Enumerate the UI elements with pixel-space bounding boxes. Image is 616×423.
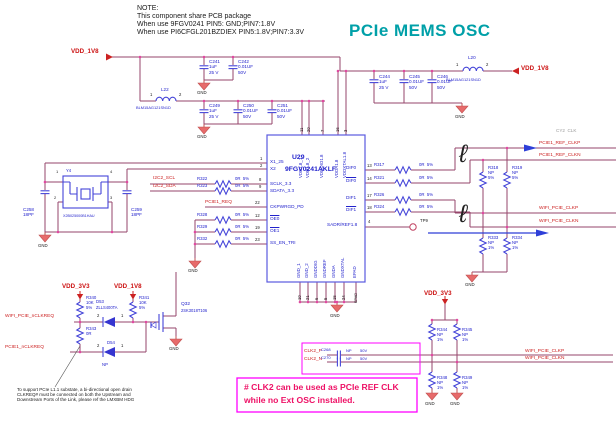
resistor-r323 (214, 187, 232, 195)
resistor-r318 (479, 171, 487, 189)
diode-d53 (102, 316, 116, 328)
resistor-r349 (453, 371, 461, 389)
power-arrow-down-icon (76, 290, 84, 300)
annotations (54, 342, 421, 413)
resistor-r344 (428, 323, 436, 341)
clk2-coupling-box (301, 342, 421, 375)
resistor-r322 (214, 180, 232, 188)
inductor-l22 (155, 96, 177, 102)
testpoint-tp9 (409, 223, 417, 231)
component-symbols (39, 56, 511, 389)
ic-u29-body (266, 134, 366, 283)
resistor-r321 (394, 179, 412, 187)
crystal-y4 (62, 175, 109, 209)
capacitor-c251 (266, 100, 278, 125)
wires (44, 56, 616, 390)
power-arrows (76, 53, 519, 305)
resistor-r341 (129, 301, 137, 319)
resistor-r332 (214, 240, 232, 248)
resistor-r348 (428, 371, 436, 389)
capacitor-c249 (198, 100, 210, 125)
resistor-r333 (479, 237, 487, 255)
resistor-r343 (76, 327, 84, 345)
resistor-r329 (214, 228, 232, 236)
power-arrow-right-icon (106, 53, 113, 61)
capacitor-c241 (198, 56, 210, 81)
power-arrow-down-icon (441, 295, 449, 305)
resistor-r317 (394, 166, 412, 174)
capacitor-c242 (227, 56, 239, 81)
resistor-r340 (76, 301, 84, 319)
inductor-l20 (462, 66, 484, 72)
resistor-r319 (503, 171, 511, 189)
capacitor-c270 (336, 356, 341, 368)
power-arrow-left-icon (512, 67, 519, 75)
resistor-r328 (214, 216, 232, 224)
power-arrow-down-icon (129, 290, 137, 300)
resistor-r326 (394, 196, 412, 204)
junction-dots (43, 55, 509, 364)
resistor-r334 (503, 237, 511, 255)
signal-arrows (428, 144, 549, 237)
capacitor-c259 (121, 181, 133, 206)
resistor-r324 (394, 208, 412, 216)
note-pointer-line (54, 345, 81, 388)
capacitor-c246 (426, 70, 438, 95)
clk2-note-box (236, 377, 418, 413)
capacitor-c245 (398, 70, 410, 95)
clk-out-arrow-icon (536, 229, 549, 237)
capacitor-c244 (368, 70, 380, 95)
diode-d54 (102, 346, 116, 358)
resistor-r345 (453, 323, 461, 341)
mosfet-q32 (150, 312, 164, 332)
clk-out-arrow-icon (524, 144, 537, 152)
capacitor-c258 (39, 181, 51, 206)
capacitor-c250 (232, 100, 244, 125)
